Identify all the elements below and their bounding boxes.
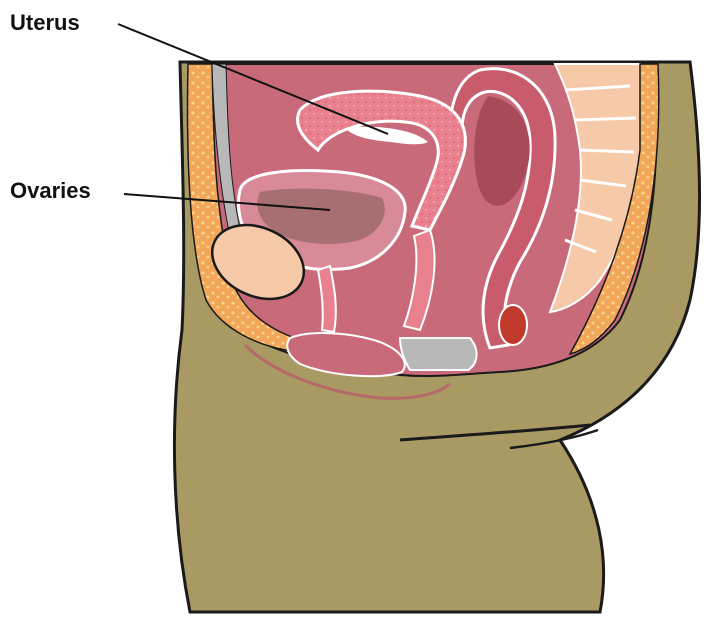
rectal-lumen: [474, 96, 530, 206]
anal-canal: [498, 304, 528, 346]
perineal-grey: [398, 337, 478, 371]
uterus-label: Uterus: [10, 10, 80, 35]
rectum: [448, 67, 557, 350]
thigh-fold: [399, 423, 591, 442]
ovaries-leader-line: [123, 193, 331, 211]
pubic-bone: [210, 223, 306, 301]
bladder-lining: [257, 188, 385, 244]
labia-outline: [243, 343, 451, 400]
urethra: [316, 264, 337, 334]
ovaries-label: Ovaries: [10, 178, 91, 203]
vulva: [286, 332, 406, 378]
uterine-cavity: [345, 126, 428, 145]
uterus-leader-line: [117, 23, 389, 135]
uterus: [296, 89, 467, 232]
vagina: [402, 228, 436, 332]
buttock-fold: [509, 428, 599, 450]
vertebrae: [564, 84, 637, 254]
posterior-fat-layer: [568, 63, 660, 356]
